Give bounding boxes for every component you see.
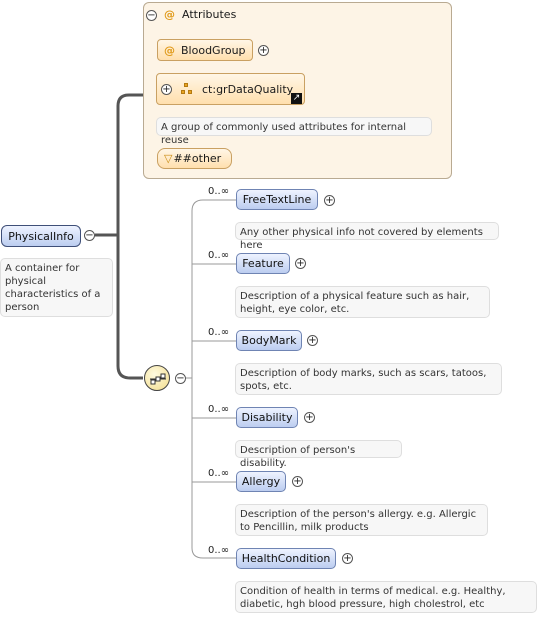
wildcard-icon: ▽ [164,152,173,165]
any-attribute[interactable]: ▽ ##other [157,148,232,169]
allergy-description: Description of the person's allergy. e.g… [235,504,488,536]
attributes-title: Attributes [182,8,237,21]
cardinality-label: 0..∞ [208,250,230,261]
cardinality-label: 0..∞ [208,545,230,556]
cardinality-label: 0..∞ [208,186,230,197]
physical-info-label: PhysicalInfo [8,229,74,243]
blood-group-label: BloodGroup [181,43,246,57]
reference-link-icon[interactable]: ↗ [291,93,302,104]
free-text-line-description: Any other physical info not covered by e… [235,222,499,251]
physical-info-element[interactable]: PhysicalInfo [1,225,81,247]
expand-blood-group-icon[interactable]: + [258,45,269,56]
attribute-at-icon: @ [164,8,175,21]
feature-label: Feature [242,257,284,270]
disability-label: Disability [241,411,293,424]
disability-description: Description of person's disability. [235,440,402,469]
body-mark-element[interactable]: BodyMark [236,330,302,351]
expand-disability-icon[interactable]: + [304,412,315,423]
expand-health-condition-icon[interactable]: + [342,553,353,564]
body-mark-description: Description of body marks, such as scars… [235,363,502,395]
expand-body-mark-icon[interactable]: + [307,335,318,346]
attribute-at-icon: @ [164,43,175,57]
cardinality-label: 0..∞ [208,468,230,479]
collapse-sequence-icon[interactable]: − [175,373,186,384]
disability-element[interactable]: Disability [236,407,298,428]
feature-element[interactable]: Feature [236,253,290,274]
data-quality-label: ct:grDataQuality [202,82,294,96]
expand-feature-icon[interactable]: + [295,258,306,269]
sequence-compositor-icon[interactable] [144,365,170,391]
allergy-element[interactable]: Allergy [236,471,286,492]
feature-description: Description of a physical feature such a… [235,286,490,318]
physical-info-description: A container for physical characteristics… [0,258,113,317]
attribute-group-icon [180,82,194,96]
expand-allergy-icon[interactable]: + [292,476,303,487]
attribute-group-description: A group of commonly used attributes for … [156,117,432,146]
data-quality-group[interactable]: + ct:grDataQuality [156,73,305,105]
expand-free-text-line-icon[interactable]: + [324,195,335,206]
body-mark-label: BodyMark [241,334,297,347]
free-text-line-label: FreeTextLine [242,193,312,206]
health-condition-description: Condition of health in terms of medical.… [235,581,537,613]
allergy-label: Allergy [241,475,281,488]
any-attribute-label: ##other [173,152,222,165]
cardinality-label: 0..∞ [208,404,230,415]
cardinality-label: 0..∞ [208,327,230,338]
collapse-physical-info-icon[interactable]: − [84,230,95,241]
collapse-attributes-icon[interactable]: − [146,10,157,21]
expand-data-quality-icon[interactable]: + [161,83,172,95]
health-condition-element[interactable]: HealthCondition [236,548,336,569]
free-text-line-element[interactable]: FreeTextLine [236,189,318,210]
blood-group-attribute[interactable]: @ BloodGroup [157,39,253,61]
health-condition-label: HealthCondition [241,552,331,565]
